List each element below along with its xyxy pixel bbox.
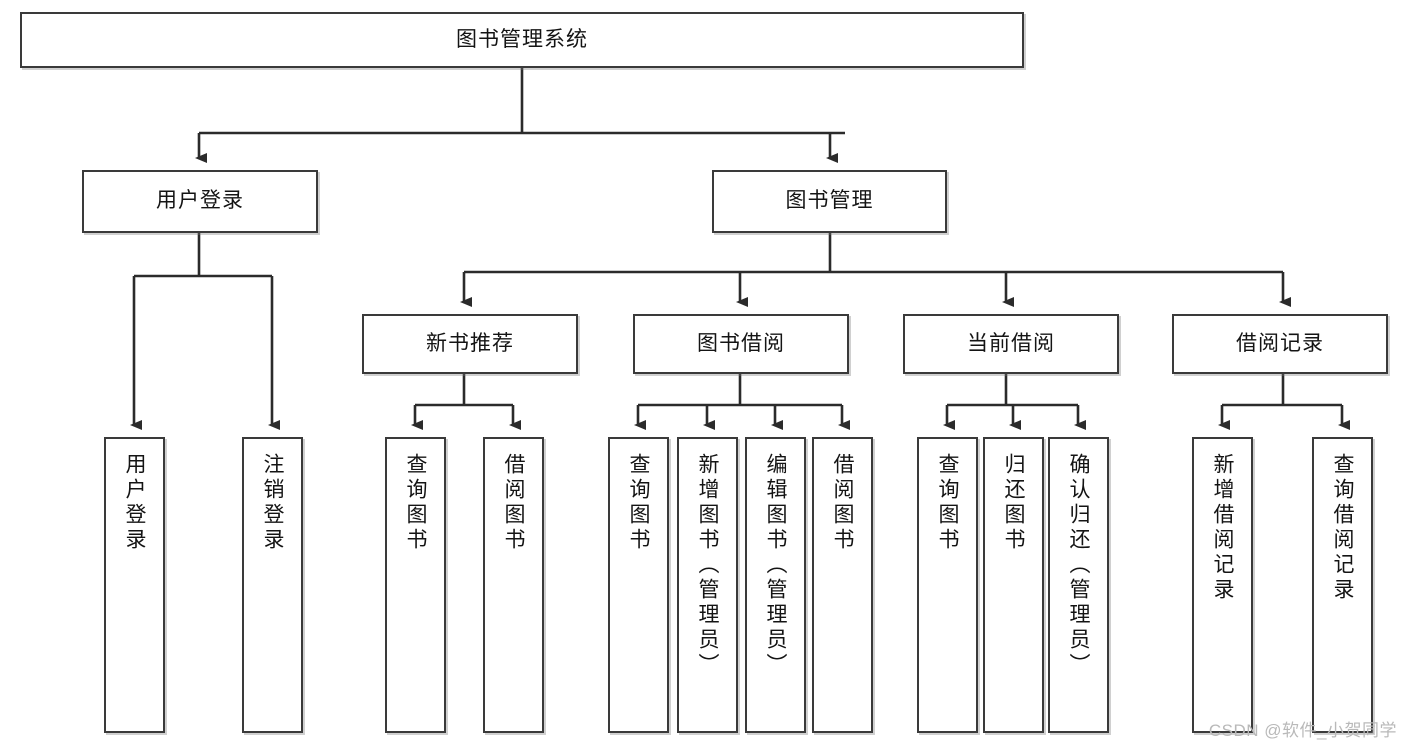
node-leaf-edit-book-admin[interactable]: 编辑图书（管理员） bbox=[745, 437, 806, 733]
node-current-borrow[interactable]: 当前借阅 bbox=[903, 314, 1119, 374]
node-label: 图书借阅 bbox=[697, 331, 785, 355]
node-root-book-management-system[interactable]: 图书管理系统 bbox=[20, 12, 1024, 68]
node-new-book-recommend[interactable]: 新书推荐 bbox=[362, 314, 578, 374]
node-label: 查询借阅记录 bbox=[1331, 453, 1354, 603]
node-label: 新增图书（管理员） bbox=[696, 453, 719, 678]
csdn-watermark: CSDN @软件_小贺同学 bbox=[1208, 721, 1397, 740]
node-leaf-query-book[interactable]: 查询图书 bbox=[608, 437, 669, 733]
node-leaf-query-book-recommend[interactable]: 查询图书 bbox=[385, 437, 446, 733]
node-leaf-return-book[interactable]: 归还图书 bbox=[983, 437, 1044, 733]
node-label: 用户登录 bbox=[123, 453, 146, 553]
node-label: 当前借阅 bbox=[967, 331, 1055, 355]
node-label: 图书管理 bbox=[785, 189, 874, 213]
node-label: 图书管理系统 bbox=[456, 27, 588, 51]
node-leaf-confirm-return-admin[interactable]: 确认归还（管理员） bbox=[1048, 437, 1109, 733]
node-leaf-query-book-current[interactable]: 查询图书 bbox=[917, 437, 978, 733]
node-leaf-add-book-admin[interactable]: 新增图书（管理员） bbox=[677, 437, 738, 733]
node-borrow-record[interactable]: 借阅记录 bbox=[1172, 314, 1388, 374]
node-label: 查询图书 bbox=[936, 453, 959, 553]
node-label: 借阅记录 bbox=[1236, 331, 1324, 355]
node-leaf-user-login[interactable]: 用户登录 bbox=[104, 437, 165, 733]
node-book-management[interactable]: 图书管理 bbox=[712, 170, 947, 233]
node-label: 确认归还（管理员） bbox=[1067, 453, 1090, 678]
node-label: 借阅图书 bbox=[831, 453, 854, 553]
node-book-borrow[interactable]: 图书借阅 bbox=[633, 314, 849, 374]
node-label: 查询图书 bbox=[627, 453, 650, 553]
node-leaf-logout[interactable]: 注销登录 bbox=[242, 437, 303, 733]
node-label: 新增借阅记录 bbox=[1211, 453, 1234, 603]
node-label: 编辑图书（管理员） bbox=[764, 453, 787, 678]
node-leaf-borrow-book[interactable]: 借阅图书 bbox=[812, 437, 873, 733]
node-label: 新书推荐 bbox=[426, 331, 514, 355]
node-user-login[interactable]: 用户登录 bbox=[82, 170, 318, 233]
node-leaf-add-borrow-record[interactable]: 新增借阅记录 bbox=[1192, 437, 1253, 733]
node-label: 注销登录 bbox=[261, 453, 284, 553]
node-leaf-query-borrow-record[interactable]: 查询借阅记录 bbox=[1312, 437, 1373, 733]
node-label: 查询图书 bbox=[404, 453, 427, 553]
node-label: 用户登录 bbox=[156, 189, 244, 213]
node-leaf-borrow-book-recommend[interactable]: 借阅图书 bbox=[483, 437, 544, 733]
node-label: 借阅图书 bbox=[502, 453, 525, 553]
node-label: 归还图书 bbox=[1002, 453, 1025, 553]
